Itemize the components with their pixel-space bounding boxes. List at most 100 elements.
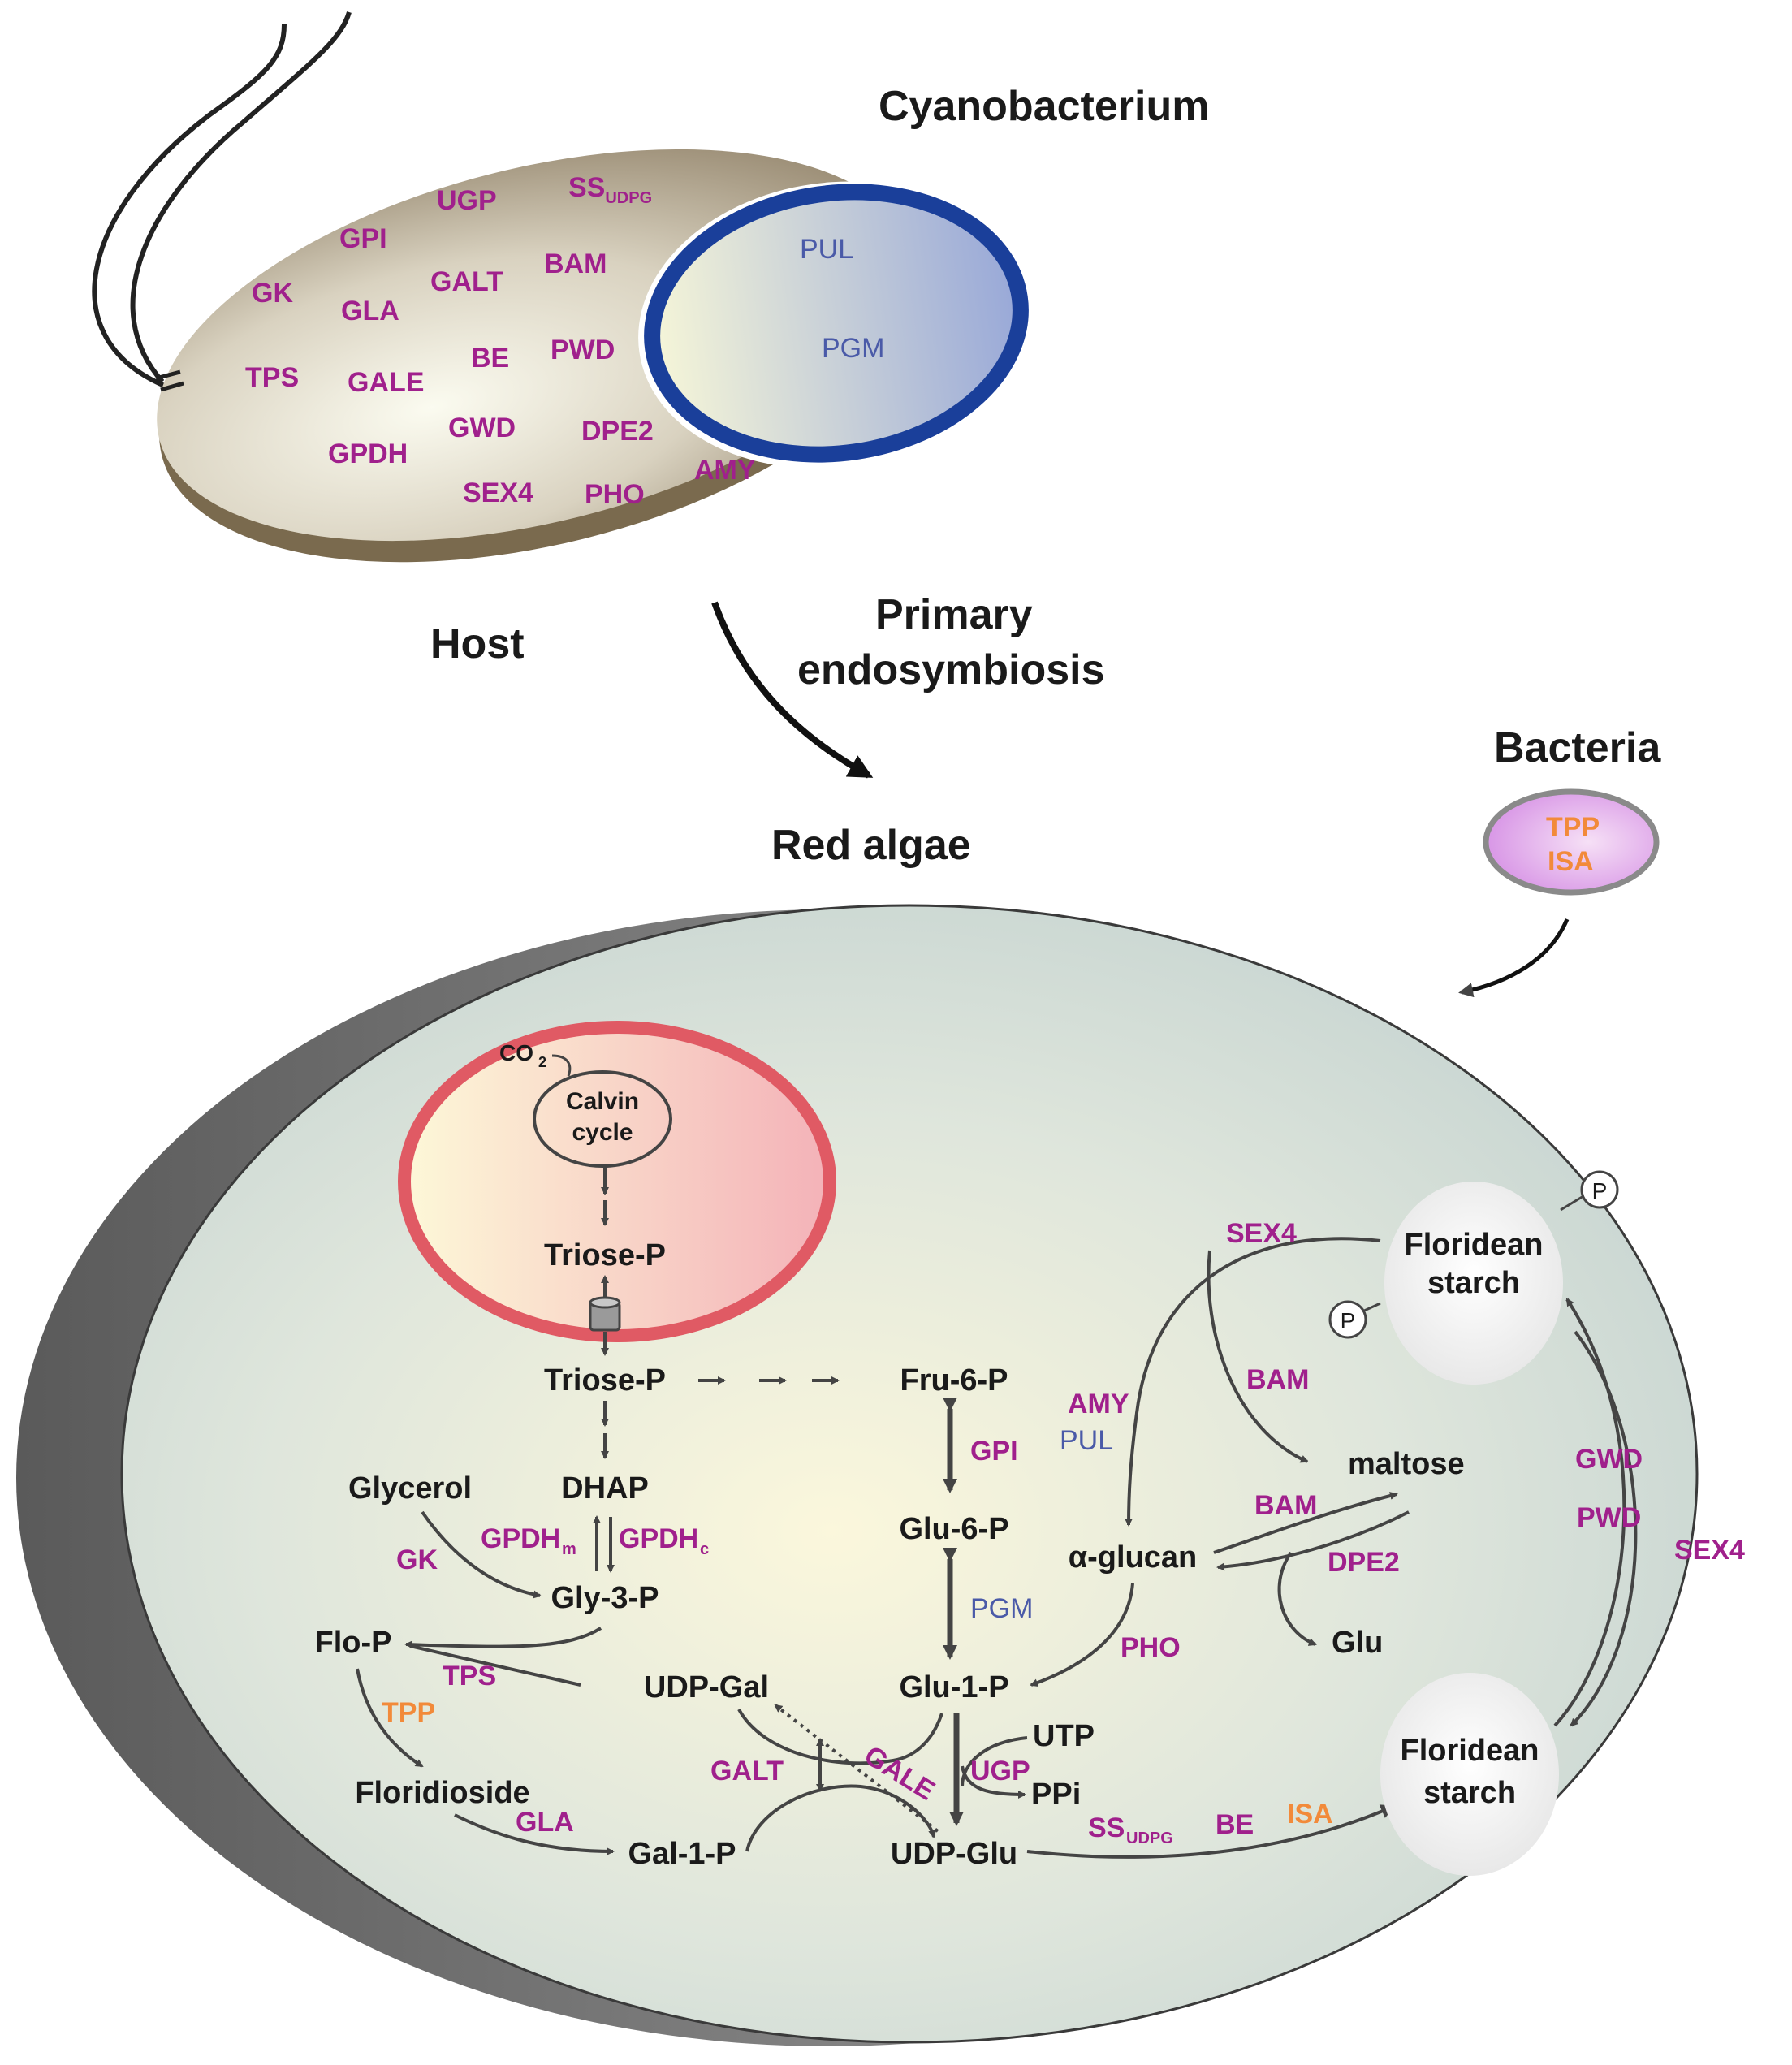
maltose: maltose bbox=[1348, 1447, 1465, 1481]
phosphate-group bbox=[1328, 1300, 1367, 1339]
gal-1-p: Gal-1-P bbox=[628, 1837, 736, 1871]
flagellum bbox=[130, 11, 352, 383]
triose-phosphate-transporter bbox=[589, 1296, 621, 1332]
endosymbiosis-label-line1: Primary bbox=[875, 591, 1033, 638]
arrow bbox=[1216, 1510, 1410, 1571]
udp-gal: UDP-Gal bbox=[644, 1670, 769, 1704]
floridean-starch-top: starch bbox=[1427, 1266, 1520, 1300]
arrow bbox=[356, 1668, 424, 1768]
ss-subscript: UDPG bbox=[1126, 1830, 1173, 1847]
bam-top-label: BAM bbox=[1246, 1364, 1309, 1395]
endosymbiosis-arrow bbox=[711, 601, 874, 779]
phosphate-label: P bbox=[1592, 1178, 1608, 1203]
red-algae-label: Red algae bbox=[771, 822, 971, 869]
flagellum bbox=[92, 24, 287, 391]
gk-label: GK bbox=[396, 1544, 438, 1575]
bacteria-cell bbox=[1483, 788, 1660, 896]
enzyme-label: SSUDPG bbox=[568, 172, 652, 207]
glu: Glu bbox=[1332, 1626, 1383, 1660]
dpe2-label: DPE2 bbox=[1328, 1547, 1400, 1578]
arrow bbox=[1030, 1583, 1134, 1687]
pul-label: PUL bbox=[1060, 1425, 1113, 1456]
enzyme-label: BE bbox=[471, 343, 509, 374]
enzyme-label: PUL bbox=[800, 234, 853, 265]
co2-label: CO bbox=[499, 1040, 533, 1065]
flagellum-base bbox=[155, 369, 184, 392]
enzyme-label: TPP bbox=[1546, 812, 1600, 843]
chloroplast-body bbox=[398, 1021, 836, 1342]
gale-dotted-arrow bbox=[774, 1704, 939, 1833]
triose-p-cytosol: Triose-P bbox=[544, 1363, 666, 1398]
phosphate-label: P bbox=[1341, 1308, 1356, 1333]
floridean-starch-granule-bottom bbox=[1380, 1673, 1559, 1876]
phosphate-group bbox=[1580, 1170, 1619, 1209]
phosphate-link bbox=[1362, 1302, 1381, 1313]
arrow bbox=[745, 1784, 937, 1852]
gpdh-c-subscript: c bbox=[700, 1540, 709, 1558]
calvin-cycle-loop bbox=[533, 1070, 672, 1168]
floridioside: Floridioside bbox=[355, 1776, 529, 1810]
enzyme-label: PHO bbox=[585, 479, 645, 510]
udp-glu: UDP-Glu bbox=[891, 1837, 1017, 1871]
bam-mid-label: BAM bbox=[1254, 1490, 1317, 1521]
gla-label: GLA bbox=[516, 1807, 574, 1838]
enzyme-label: PWD bbox=[551, 335, 615, 365]
host-label: Host bbox=[430, 620, 525, 667]
glu-1-p: Glu-1-P bbox=[899, 1670, 1008, 1704]
arrow bbox=[1277, 1551, 1317, 1646]
enzyme-label: GALE bbox=[348, 367, 424, 398]
alpha-glucan: α-glucan bbox=[1069, 1540, 1197, 1575]
arrow bbox=[1213, 1492, 1398, 1554]
enzyme-label: TPS bbox=[245, 362, 299, 393]
gwd-label: GWD bbox=[1575, 1444, 1643, 1475]
pho-label: PHO bbox=[1121, 1632, 1181, 1663]
pwd-label: PWD bbox=[1577, 1502, 1641, 1533]
cyanobacterium-label: Cyanobacterium bbox=[879, 83, 1209, 130]
galt-label: GALT bbox=[710, 1756, 784, 1786]
fru-6-p: Fru-6-P bbox=[900, 1363, 1008, 1398]
arrow bbox=[1207, 1250, 1309, 1463]
enzyme-label: GWD bbox=[448, 413, 516, 443]
glu-6-p: Glu-6-P bbox=[899, 1512, 1008, 1546]
ss-label: SS bbox=[1088, 1812, 1125, 1843]
ugp-label: UGP bbox=[970, 1756, 1030, 1786]
enzyme-label: UGP bbox=[437, 185, 497, 216]
isa-label: ISA bbox=[1287, 1799, 1333, 1830]
floridean-starch-top: Floridean bbox=[1404, 1228, 1543, 1262]
chloroplast: CO 2 Calvin cycle Triose-P bbox=[398, 1021, 836, 1342]
enzyme-label: ISA bbox=[1548, 846, 1594, 877]
triose-p-chloroplast: Triose-P bbox=[544, 1238, 666, 1272]
arrow bbox=[409, 1644, 581, 1687]
arrow bbox=[737, 1709, 943, 1765]
bacteria-transfer-arrow bbox=[1458, 918, 1570, 998]
arrow bbox=[454, 1813, 615, 1855]
dhap: DHAP bbox=[561, 1471, 649, 1506]
enzyme-label: SEX4 bbox=[463, 477, 533, 508]
co2-entry-line bbox=[551, 1054, 572, 1077]
gpi-label: GPI bbox=[970, 1436, 1018, 1467]
arrow bbox=[1570, 1330, 1638, 1727]
enzyme-label: GALT bbox=[430, 266, 503, 297]
amy-label: AMY bbox=[1068, 1389, 1129, 1419]
floridean-starch-bottom: starch bbox=[1423, 1776, 1516, 1810]
enzyme-label: GLA bbox=[341, 296, 399, 326]
flo-p: Flo-P bbox=[315, 1626, 392, 1660]
enzyme-label: AMY bbox=[694, 455, 756, 486]
arrow bbox=[1125, 1237, 1381, 1527]
gly-3-p: Gly-3-P bbox=[551, 1581, 659, 1615]
sex4-right-label: SEX4 bbox=[1674, 1535, 1745, 1566]
sex4-top-label: SEX4 bbox=[1226, 1218, 1297, 1249]
enzyme-label: PGM bbox=[822, 333, 884, 364]
endosymbiosis-label-line2: endosymbiosis bbox=[797, 646, 1105, 693]
ppi: PPi bbox=[1031, 1778, 1081, 1812]
calvin-cycle-label: cycle bbox=[572, 1119, 633, 1146]
enzyme-label: GK bbox=[252, 278, 293, 309]
arrow bbox=[1553, 1298, 1626, 1727]
floridean-starch-granule-top bbox=[1384, 1182, 1563, 1385]
gpdh-m-label: GPDH bbox=[481, 1523, 560, 1554]
arrow bbox=[404, 1627, 602, 1649]
glycerol: Glycerol bbox=[348, 1471, 472, 1506]
arrow bbox=[961, 1765, 1026, 1799]
be-label: BE bbox=[1216, 1809, 1254, 1840]
